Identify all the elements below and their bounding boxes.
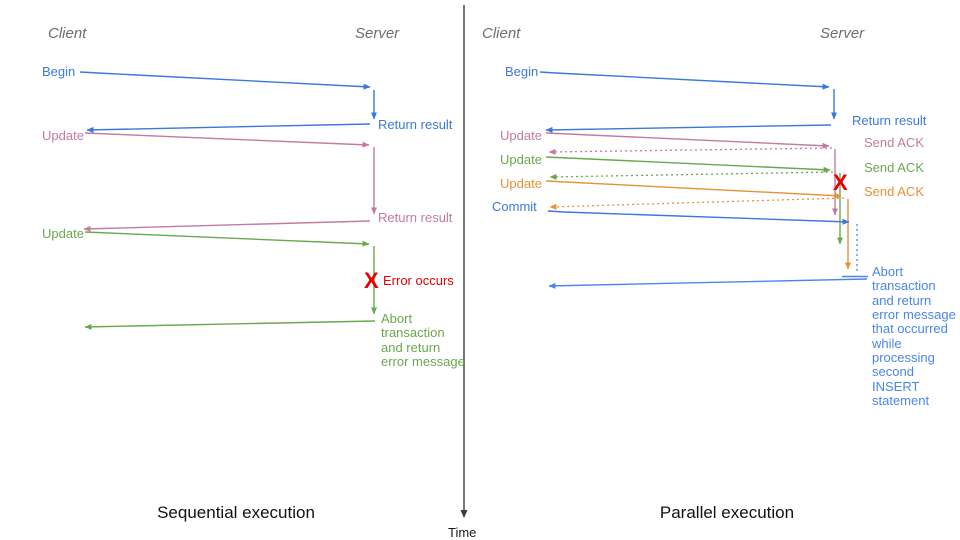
left-panel-caption: Sequential execution [157, 503, 315, 522]
right-update-3-request-arrow [545, 180, 842, 199]
left-server-header: Server [355, 25, 400, 42]
right-abort-line-9: INSERT [872, 379, 919, 394]
left-abort-note: Abort transaction and return error messa… [381, 311, 465, 369]
right-begin-label: Begin [505, 64, 538, 79]
left-abort-line-1: Abort [381, 311, 412, 326]
left-return-result-2-label: Return result [378, 210, 453, 225]
right-send-ack-3-arrow [549, 197, 845, 210]
time-axis-label: Time [448, 525, 476, 540]
left-abort-line-2: transaction [381, 325, 445, 340]
right-abort-line-10: statement [872, 393, 929, 408]
left-update-1-label: Update [42, 128, 84, 143]
left-abort-line-3: and return [381, 340, 440, 355]
sequential-panel: Client Server Begin Return result Update… [42, 25, 465, 522]
left-abort-line-4: error message [381, 354, 465, 369]
right-error-x-icon: X [833, 170, 848, 195]
left-update-1-request-arrow [84, 132, 370, 148]
right-update-3-label: Update [500, 176, 542, 191]
left-return-result-2-arrow [83, 220, 371, 232]
right-update-2-label: Update [500, 152, 542, 167]
right-abort-line-2: transaction [872, 278, 936, 293]
right-abort-line-8: second [872, 364, 914, 379]
left-update-2-label: Update [42, 226, 84, 241]
right-client-header: Client [482, 25, 521, 42]
right-update-1-request-arrow [545, 132, 830, 149]
right-send-ack-1-label: Send ACK [864, 135, 924, 150]
right-send-ack-1-arrow [548, 147, 833, 155]
right-commit-request-arrow [547, 210, 850, 225]
left-begin-request-arrow [79, 71, 371, 90]
right-abort-line-4: error message [872, 307, 956, 322]
right-abort-return-arrow [548, 278, 868, 289]
right-begin-request-arrow [539, 71, 830, 90]
left-return-result-1-arrow [86, 123, 371, 133]
left-begin-label: Begin [42, 64, 75, 79]
right-commit-label: Commit [492, 199, 537, 214]
right-send-ack-2-arrow [549, 171, 834, 180]
right-abort-line-5: that occurred [872, 321, 948, 336]
right-abort-line-3: and return [872, 293, 931, 308]
right-abort-line-7: processing [872, 350, 935, 365]
left-error-label: Error occurs [383, 273, 454, 288]
right-abort-line-1: Abort [872, 264, 903, 279]
left-abort-return-arrow [84, 320, 376, 330]
left-client-header: Client [48, 25, 87, 42]
right-send-ack-2-label: Send ACK [864, 160, 924, 175]
right-panel-caption: Parallel execution [660, 503, 794, 522]
parallel-panel: Client Server Begin Return result Update… [482, 25, 959, 522]
right-update-1-label: Update [500, 128, 542, 143]
right-return-result-label: Return result [852, 113, 927, 128]
right-update-2-request-arrow [545, 156, 831, 173]
time-axis: Time [448, 5, 476, 540]
right-return-result-arrow [545, 124, 832, 133]
left-update-2-request-arrow [84, 231, 370, 247]
right-abort-line-6: while [871, 336, 902, 351]
right-server-header: Server [820, 25, 865, 42]
right-abort-note: Abort transaction and return error messa… [871, 264, 959, 408]
right-send-ack-3-label: Send ACK [864, 184, 924, 199]
left-return-result-1-label: Return result [378, 117, 453, 132]
left-error-x-icon: X [364, 268, 379, 293]
